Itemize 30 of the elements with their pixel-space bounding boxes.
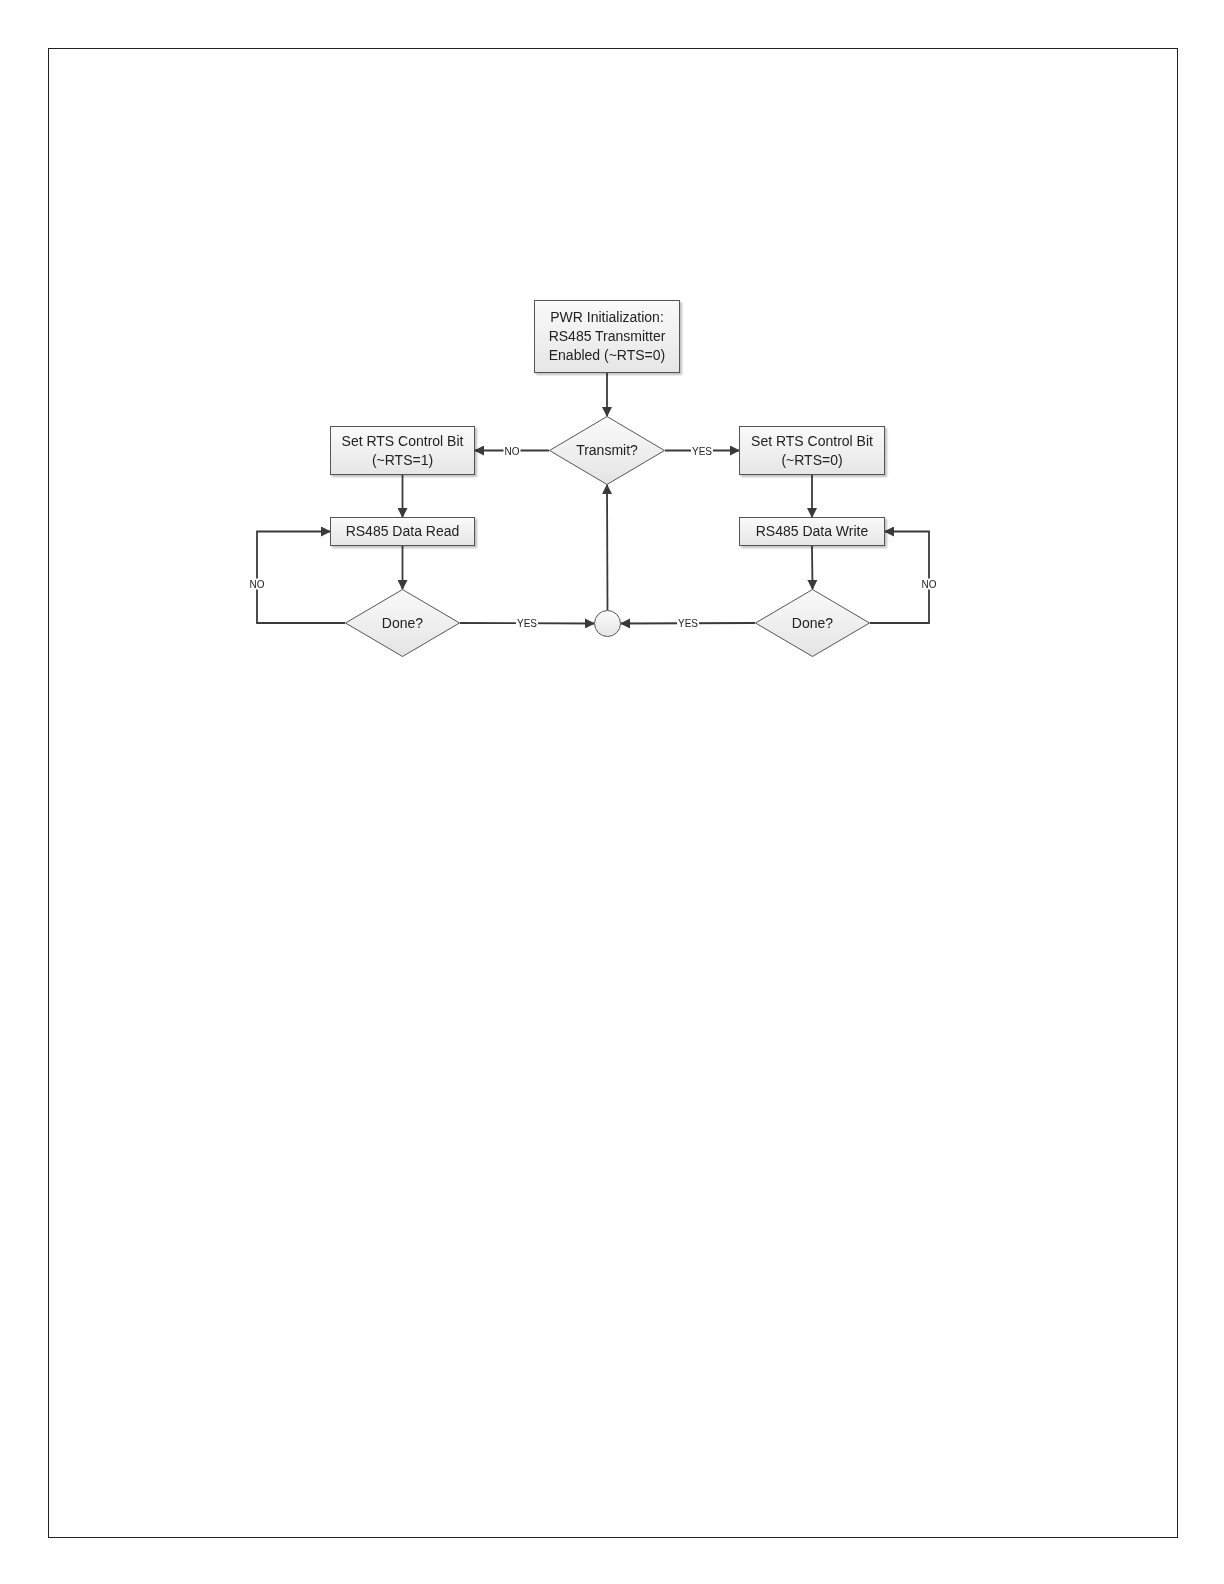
process-box bbox=[739, 517, 885, 546]
arrow bbox=[256, 526, 346, 624]
arrow bbox=[869, 526, 930, 624]
arrow bbox=[602, 484, 613, 611]
edge-label: YES bbox=[677, 617, 699, 629]
decision-text: Done? bbox=[791, 613, 834, 633]
arrow bbox=[397, 474, 408, 518]
process-box bbox=[534, 300, 680, 373]
connector-circle bbox=[594, 610, 621, 637]
arrow bbox=[807, 474, 817, 518]
arrow bbox=[620, 618, 756, 629]
process-text: RS485 Data Write bbox=[755, 522, 869, 541]
arrow bbox=[397, 545, 408, 590]
edge-label: NO bbox=[920, 578, 938, 590]
process-box bbox=[330, 517, 475, 546]
edge-label: YES bbox=[691, 445, 713, 456]
decision-text: Done? bbox=[381, 613, 424, 633]
edge-label: NO bbox=[248, 578, 266, 590]
process-text: PWR Initialization: RS485 Transmitter Enabled (~RTS=0) bbox=[547, 308, 667, 365]
edge-label: YES bbox=[516, 617, 538, 629]
arrow bbox=[602, 372, 612, 417]
process-text: Set RTS Control Bit (~RTS=0) bbox=[750, 431, 874, 470]
edge-label: NO bbox=[503, 445, 521, 456]
arrow bbox=[459, 618, 595, 629]
process-box bbox=[739, 426, 885, 475]
decision-text: Transmit? bbox=[576, 441, 638, 460]
process-box bbox=[330, 426, 475, 475]
arrow bbox=[807, 545, 818, 590]
process-text: RS485 Data Read bbox=[345, 522, 460, 541]
process-text: Set RTS Control Bit (~RTS=1) bbox=[340, 431, 465, 470]
